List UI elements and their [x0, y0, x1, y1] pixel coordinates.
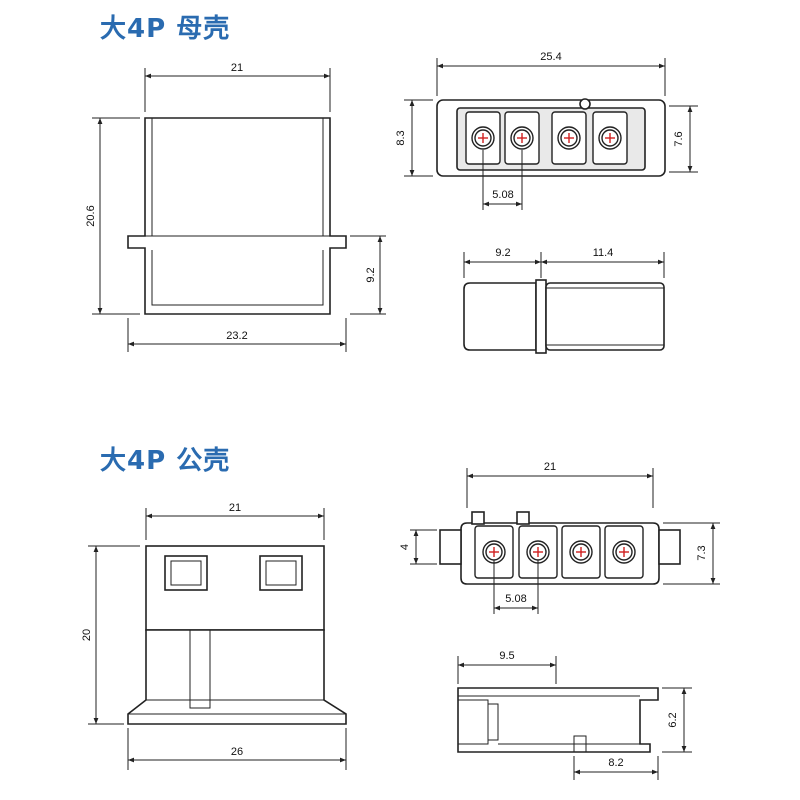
female-dim-width-top: 21: [144, 62, 331, 112]
male-dim-front-left-height: 4: [399, 529, 437, 565]
male-front-width-label: 21: [544, 461, 556, 473]
male-front-left-height-label: 4: [399, 544, 411, 550]
female-dim-front-width: 25.4: [436, 51, 666, 96]
male-dim-front-height: 7.3: [663, 522, 720, 585]
male-side-view: [457, 687, 659, 753]
male-pitch-label: 5.08: [505, 593, 526, 605]
male-front-height-label: 7.3: [696, 545, 708, 560]
female-side-view: [463, 279, 665, 354]
male-side-top-label: 9.5: [499, 650, 514, 662]
male-pins: [474, 525, 644, 579]
female-dim-width-bottom: 23.2: [127, 318, 347, 352]
male-dim-width-top: 21: [145, 502, 325, 540]
male-top-view: [439, 511, 681, 585]
female-dim-pitch: 5.08: [482, 150, 523, 210]
female-top-view: [436, 98, 666, 177]
female-dim-front-height: 8.3: [395, 99, 433, 177]
female-dim-side: 9.2 11.4: [463, 247, 665, 278]
male-dim-width-bottom: 26: [127, 728, 347, 770]
female-dim-front-inner-height: 7.6: [669, 105, 698, 173]
male-pin-4: [604, 525, 644, 579]
male-side-bottom-label: 8.2: [608, 757, 623, 769]
male-width-top-label: 21: [229, 502, 241, 514]
male-height-total-label: 20: [81, 629, 93, 641]
female-height-flange-label: 9.2: [365, 267, 377, 282]
male-front-view: [127, 545, 347, 725]
female-front-inner-height-label: 7.6: [673, 131, 685, 146]
female-pin-3: [551, 111, 587, 165]
female-pin-4: [592, 111, 628, 165]
female-front-height-label: 8.3: [395, 130, 407, 145]
male-side-height-label: 6.2: [667, 712, 679, 727]
female-height-total-label: 20.6: [85, 205, 97, 226]
female-front-view: [127, 117, 347, 315]
male-dim-side-bottom: 8.2: [573, 756, 659, 780]
male-dim-front-width: 21: [466, 461, 654, 508]
female-pitch-label: 5.08: [492, 189, 513, 201]
female-dim-height-total: 20.6: [85, 117, 140, 315]
male-dim-side-top: 9.5: [457, 650, 557, 684]
male-pin-1: [474, 525, 514, 579]
female-dim-height-flange: 9.2: [350, 235, 386, 315]
female-width-bottom-label: 23.2: [226, 330, 247, 342]
female-side-left-label: 9.2: [495, 247, 510, 259]
female-front-width-label: 25.4: [540, 51, 561, 63]
female-title: 大4P 母壳: [100, 14, 231, 44]
male-dim-height-total: 20: [81, 545, 140, 725]
female-width-top-label: 21: [231, 62, 243, 74]
male-dim-pitch: 5.08: [493, 560, 539, 614]
male-title: 大4P 公壳: [100, 446, 231, 476]
male-width-bottom-label: 26: [231, 746, 243, 758]
female-pin-1: [465, 111, 501, 165]
male-pin-3: [561, 525, 601, 579]
male-dim-side-height: 6.2: [662, 687, 692, 753]
female-side-right-label: 11.4: [593, 247, 614, 259]
